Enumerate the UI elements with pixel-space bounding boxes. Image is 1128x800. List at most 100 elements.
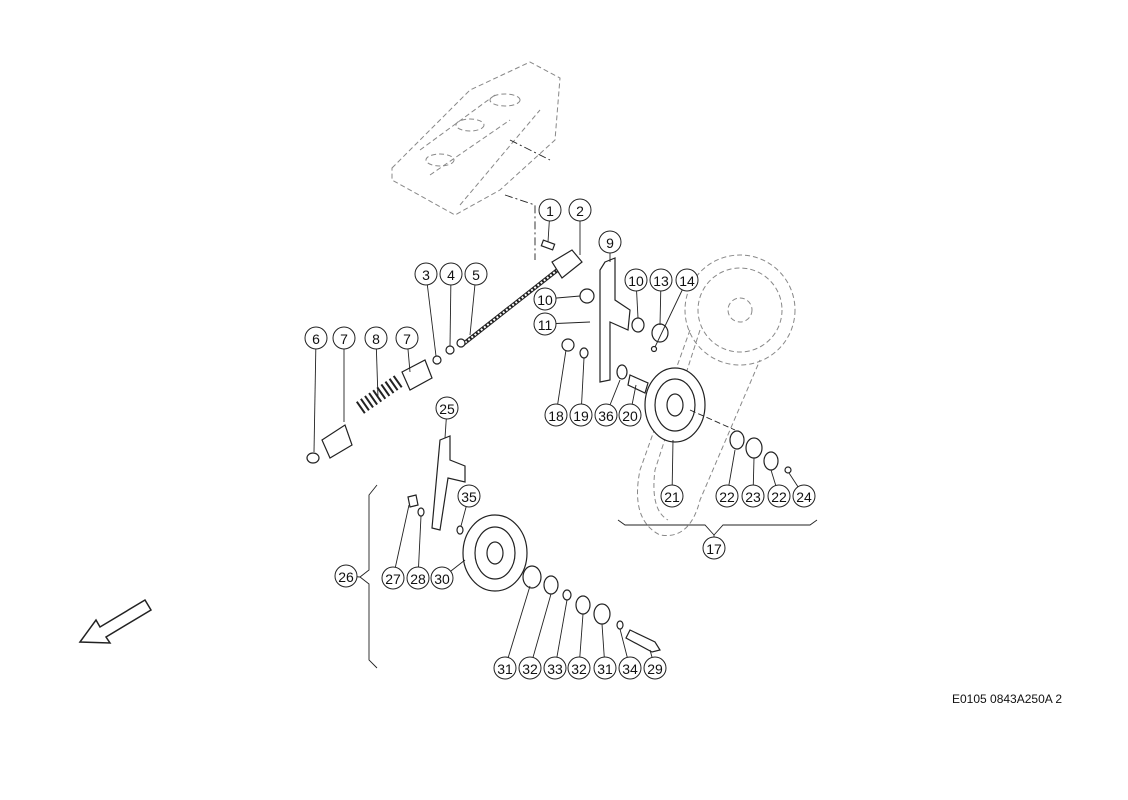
callout-24: 24 <box>792 484 816 508</box>
callout-10: 10 <box>624 268 648 292</box>
callout-circle <box>792 484 816 508</box>
callout-25: 25 <box>435 396 459 420</box>
callout-circle <box>430 566 454 590</box>
callout-number: 31 <box>597 661 613 677</box>
callout-number: 33 <box>547 661 563 677</box>
callout-circle <box>406 566 430 590</box>
callout-31: 31 <box>493 656 517 680</box>
callout-circle <box>741 484 765 508</box>
leader-line <box>554 599 568 669</box>
callout-number: 6 <box>312 331 320 347</box>
callout-number: 24 <box>796 489 812 505</box>
callout-number: 18 <box>548 408 564 424</box>
leader-line <box>425 273 437 357</box>
callout-circle <box>457 484 481 508</box>
callout-18: 18 <box>544 403 568 427</box>
leader-line <box>504 585 531 669</box>
callout-3: 3 <box>414 262 438 286</box>
callout-circle <box>569 403 593 427</box>
callout-number: 7 <box>403 331 411 347</box>
callout-circle <box>618 403 642 427</box>
callout-number: 31 <box>497 661 513 677</box>
callout-number: 26 <box>338 569 354 585</box>
callout-circle <box>544 403 568 427</box>
callout-circle <box>624 268 648 292</box>
callout-circle <box>568 198 592 222</box>
callout-circle <box>702 536 726 560</box>
callout-circle <box>334 564 358 588</box>
group-bracket-17 <box>617 519 818 536</box>
idler-pulley-upper <box>644 367 792 474</box>
callout-circle <box>533 287 557 311</box>
callout-number: 7 <box>340 331 348 347</box>
callout-5: 5 <box>464 262 488 286</box>
callout-8: 8 <box>364 326 388 350</box>
callout-29: 29 <box>643 656 667 680</box>
callout-number: 1 <box>546 203 554 219</box>
callout-circle <box>767 484 791 508</box>
callout-circle <box>660 484 684 508</box>
callout-circle <box>538 198 562 222</box>
leader-line <box>313 337 317 453</box>
callout-7: 7 <box>332 326 356 350</box>
callout-30: 30 <box>430 566 454 590</box>
callout-32: 32 <box>567 656 591 680</box>
callout-31: 31 <box>593 656 617 680</box>
callout-number: 17 <box>706 541 722 557</box>
callout-circle <box>381 566 405 590</box>
callout-number: 22 <box>771 489 787 505</box>
callout-23: 23 <box>741 484 765 508</box>
callout-36: 36 <box>594 403 618 427</box>
idler-pulley-lower <box>462 514 661 653</box>
group-bracket-26 <box>359 484 378 669</box>
callout-number: 10 <box>628 273 644 289</box>
callout-number: 32 <box>571 661 587 677</box>
callout-1: 1 <box>538 198 562 222</box>
callout-35: 35 <box>457 484 481 508</box>
callout-number: 21 <box>664 489 680 505</box>
drive-belt <box>637 254 796 537</box>
callout-13: 13 <box>649 268 673 292</box>
leader-line <box>654 279 688 348</box>
callout-number: 35 <box>461 489 477 505</box>
callout-number: 32 <box>522 661 538 677</box>
callout-number: 27 <box>385 571 401 587</box>
callout-circle <box>414 262 438 286</box>
callout-22: 22 <box>767 484 791 508</box>
callout-number: 13 <box>653 273 669 289</box>
callout-27: 27 <box>381 566 405 590</box>
callout-circle <box>332 326 356 350</box>
callout-circle <box>643 656 667 680</box>
callout-17: 17 <box>702 536 726 560</box>
callout-circle <box>493 656 517 680</box>
callout-7: 7 <box>395 326 419 350</box>
callout-number: 14 <box>679 273 695 289</box>
callout-number: 34 <box>622 661 638 677</box>
callout-circle <box>649 268 673 292</box>
callout-2: 2 <box>568 198 592 222</box>
reference-code: E0105 0843A250A 2 <box>952 692 1063 706</box>
callout-number: 9 <box>606 235 614 251</box>
callout-circle <box>364 326 388 350</box>
callout-circle <box>593 656 617 680</box>
callout-number: 4 <box>447 267 455 283</box>
callout-number: 20 <box>622 408 638 424</box>
callout-number: 2 <box>576 203 584 219</box>
callout-number: 22 <box>719 489 735 505</box>
callout-number: 11 <box>538 317 553 333</box>
callout-number: 3 <box>422 267 430 283</box>
callout-circle <box>567 656 591 680</box>
callout-circle <box>594 403 618 427</box>
callout-number: 30 <box>434 571 450 587</box>
control-cable <box>460 239 583 347</box>
callout-circle <box>675 268 699 292</box>
callout-26: 26 <box>334 564 358 588</box>
callout-number: 8 <box>372 331 380 347</box>
leader-line <box>529 593 552 669</box>
callout-33: 33 <box>543 656 567 680</box>
idler-bracket-lower <box>407 435 466 535</box>
callout-circle <box>533 312 557 336</box>
callout-number: 25 <box>439 401 455 417</box>
